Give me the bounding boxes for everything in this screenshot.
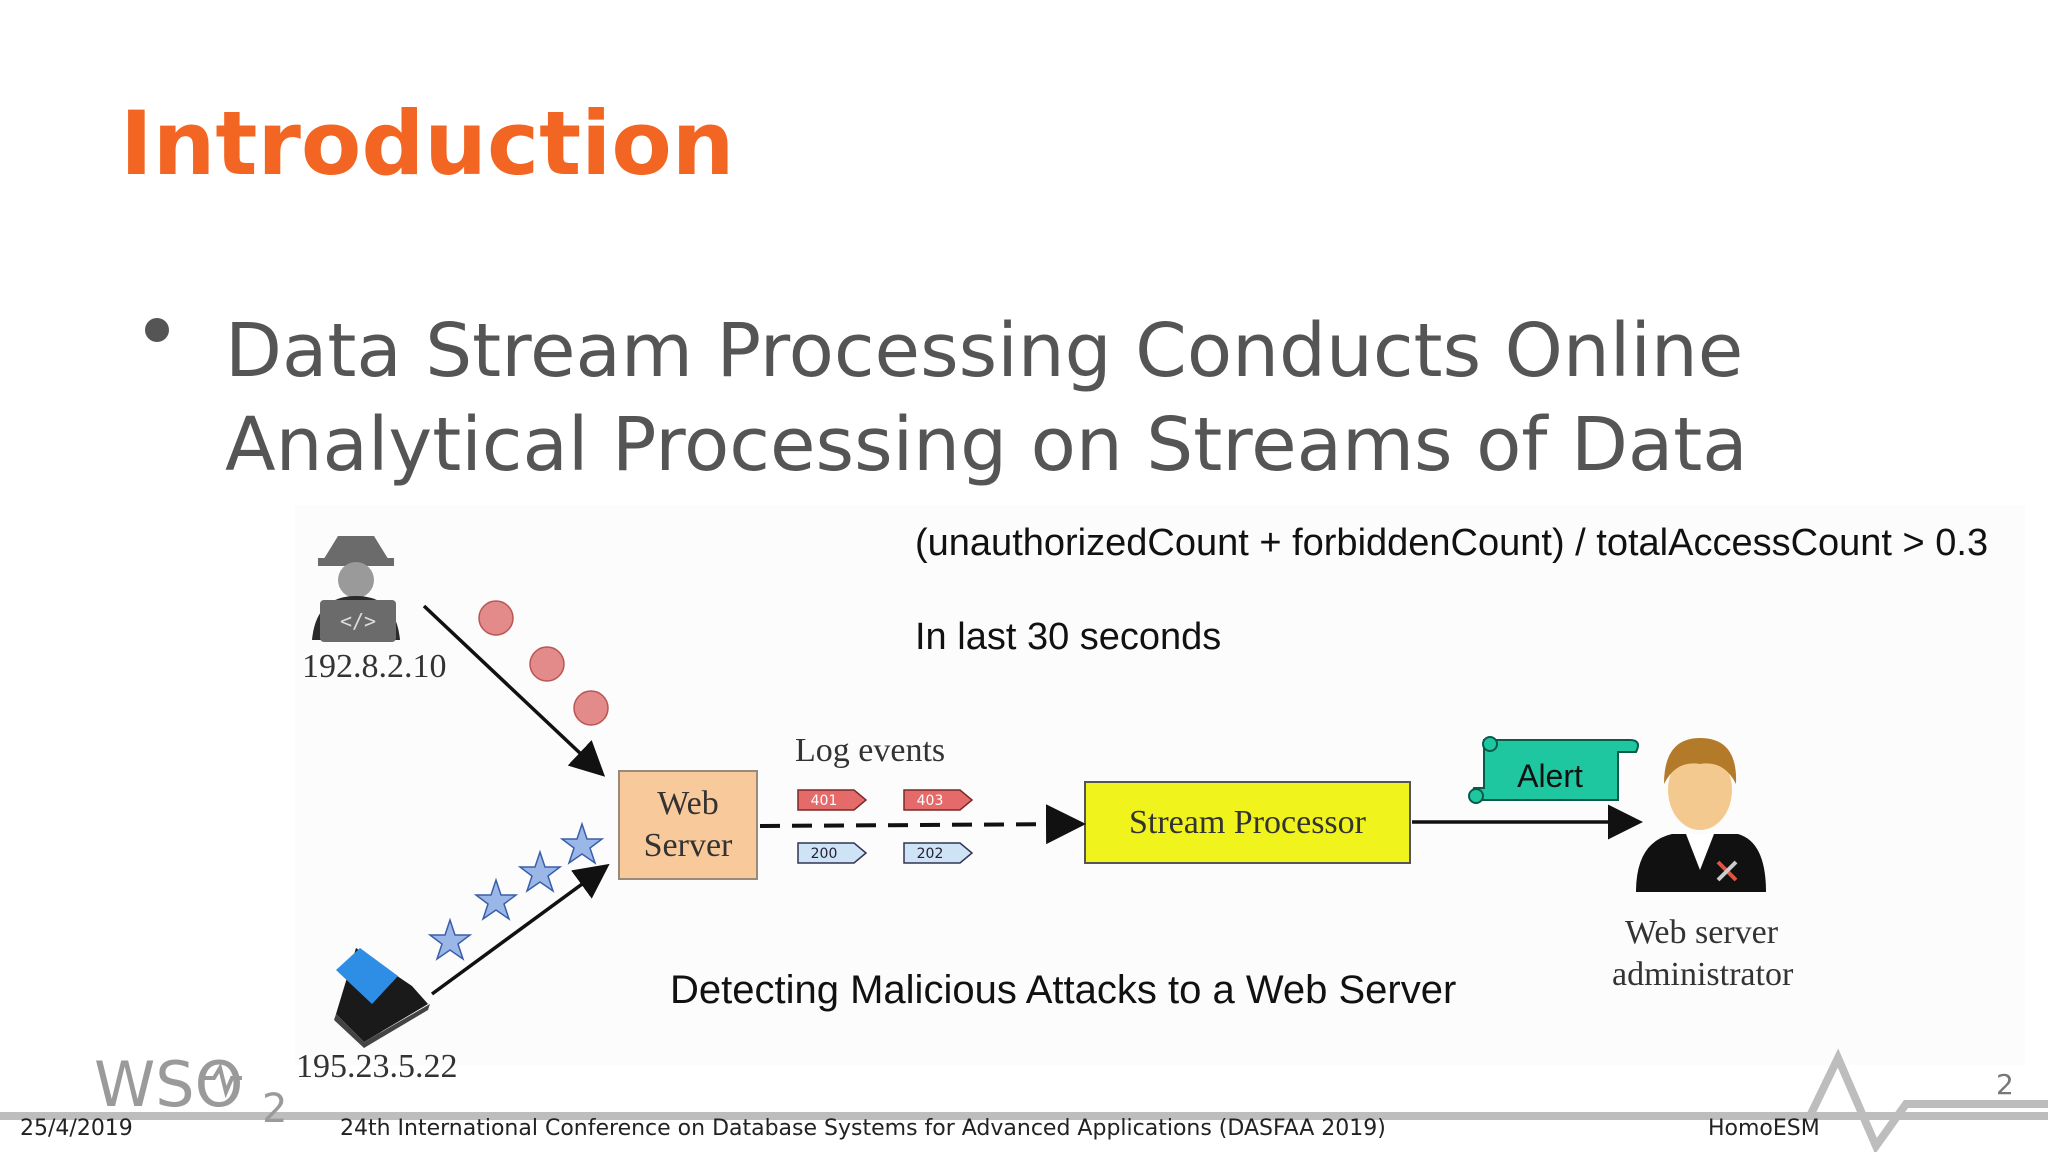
normal-request-star (427, 917, 473, 961)
log-event-tag-401: 401 (797, 789, 868, 811)
malicious-request-circle (529, 646, 565, 682)
bullet-point (145, 318, 169, 342)
log-event-tag-202: 202 (903, 842, 974, 864)
attack-formula: (unauthorizedCount + forbiddenCount) / t… (915, 522, 1989, 564)
normal-request-star (517, 849, 563, 893)
log-code-202: 202 (917, 846, 944, 862)
diagram-caption: Detecting Malicious Attacks to a Web Ser… (670, 968, 1457, 1012)
footer-bar (0, 1112, 2048, 1120)
log-events-label: Log events (795, 732, 946, 769)
hacker-icon: </> (312, 536, 400, 642)
page-number: 2 (1996, 1068, 2014, 1101)
admin-label-line-2: administrator (1612, 956, 1794, 993)
bullet-text-line-2: Analytical Processing on Streams of Data (225, 402, 1748, 488)
footer-project: HomoESM (1708, 1116, 1820, 1141)
log-event-tag-403: 403 (903, 789, 974, 811)
web-server-label-2: Server (643, 827, 733, 864)
web-server-label-1: Web (657, 785, 719, 822)
attack-arrow (422, 604, 606, 777)
log-code-200: 200 (811, 846, 838, 862)
admin-label-line-1: Web server (1625, 914, 1779, 951)
code-glyph: </> (340, 609, 376, 633)
time-window-text: In last 30 seconds (915, 616, 1222, 658)
log-code-401: 401 (811, 793, 838, 809)
ecg-line-decoration (1806, 1048, 2048, 1152)
normal-request-star (473, 877, 519, 921)
log-stream-arrow (759, 804, 1086, 845)
normal-request-star (559, 821, 605, 865)
footer-date: 25/4/2019 (20, 1116, 133, 1141)
admin-person-icon (1636, 738, 1766, 892)
alert-label: Alert (1517, 758, 1583, 794)
laptop-icon (334, 948, 430, 1048)
web-server-box: Web Server (618, 770, 758, 880)
log-code-403: 403 (917, 793, 944, 809)
user-ip: 195.23.5.22 (296, 1048, 458, 1085)
user-arrow (430, 863, 610, 996)
wso2-logo: WSO 2 (94, 1048, 287, 1124)
footer-conference: 24th International Conference on Databas… (340, 1116, 1386, 1141)
log-event-tag-200: 200 (797, 842, 868, 864)
alert-scroll-icon: Alert (1468, 736, 1639, 804)
slide-title: Introduction (120, 92, 735, 195)
bullet-text-line-1: Data Stream Processing Conducts Online (225, 308, 1744, 394)
stream-processor-box: Stream Processor (1084, 781, 1411, 864)
wso2-logo-text: WSO (94, 1048, 243, 1121)
malicious-request-circle (573, 690, 609, 726)
malicious-request-circle (478, 600, 514, 636)
wso2-logo-subscript: 2 (262, 1086, 287, 1124)
attacker-ip: 192.8.2.10 (302, 648, 447, 685)
